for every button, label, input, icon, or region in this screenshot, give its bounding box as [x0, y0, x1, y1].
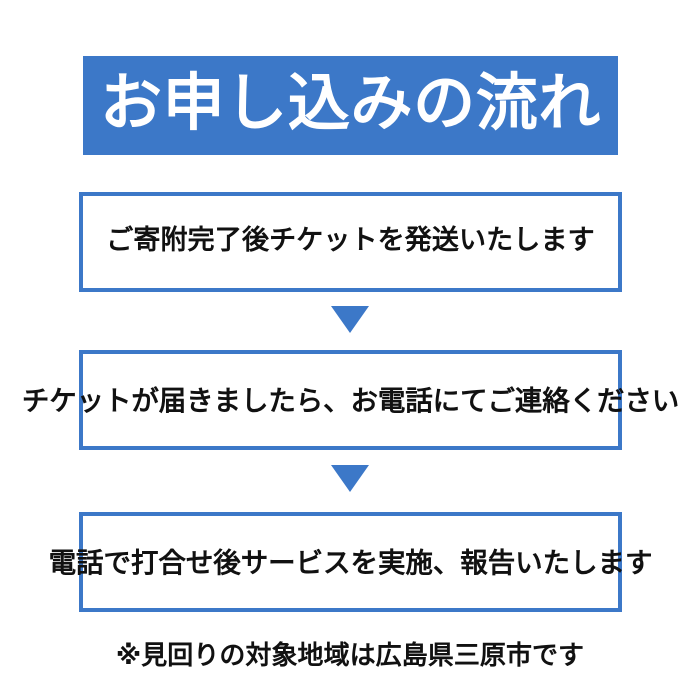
flow-step-2: チケットが届きましたら、お電話にてご連絡ください — [22, 350, 679, 450]
triangle-down-icon — [331, 465, 369, 492]
page-title: お申し込みの流れ — [100, 68, 601, 138]
triangle-down-icon — [331, 306, 369, 333]
flow-step-3: 電話で打合せ後サービスを実施、報告いたします — [49, 512, 652, 612]
header-banner: お申し込みの流れ — [83, 56, 618, 155]
flow-step-2-label: チケットが届きましたら、お電話にてご連絡ください — [21, 384, 680, 416]
flow-step-1-label: ご寄附完了後チケットを発送いたします — [106, 225, 595, 256]
flow-step-3-label: 電話で打合せ後サービスを実施、報告いたします — [48, 546, 653, 578]
flow-step-1: ご寄附完了後チケットを発送いたします — [79, 192, 622, 292]
footnote-note: ※見回りの対象地域は広島県三原市です — [115, 640, 585, 670]
